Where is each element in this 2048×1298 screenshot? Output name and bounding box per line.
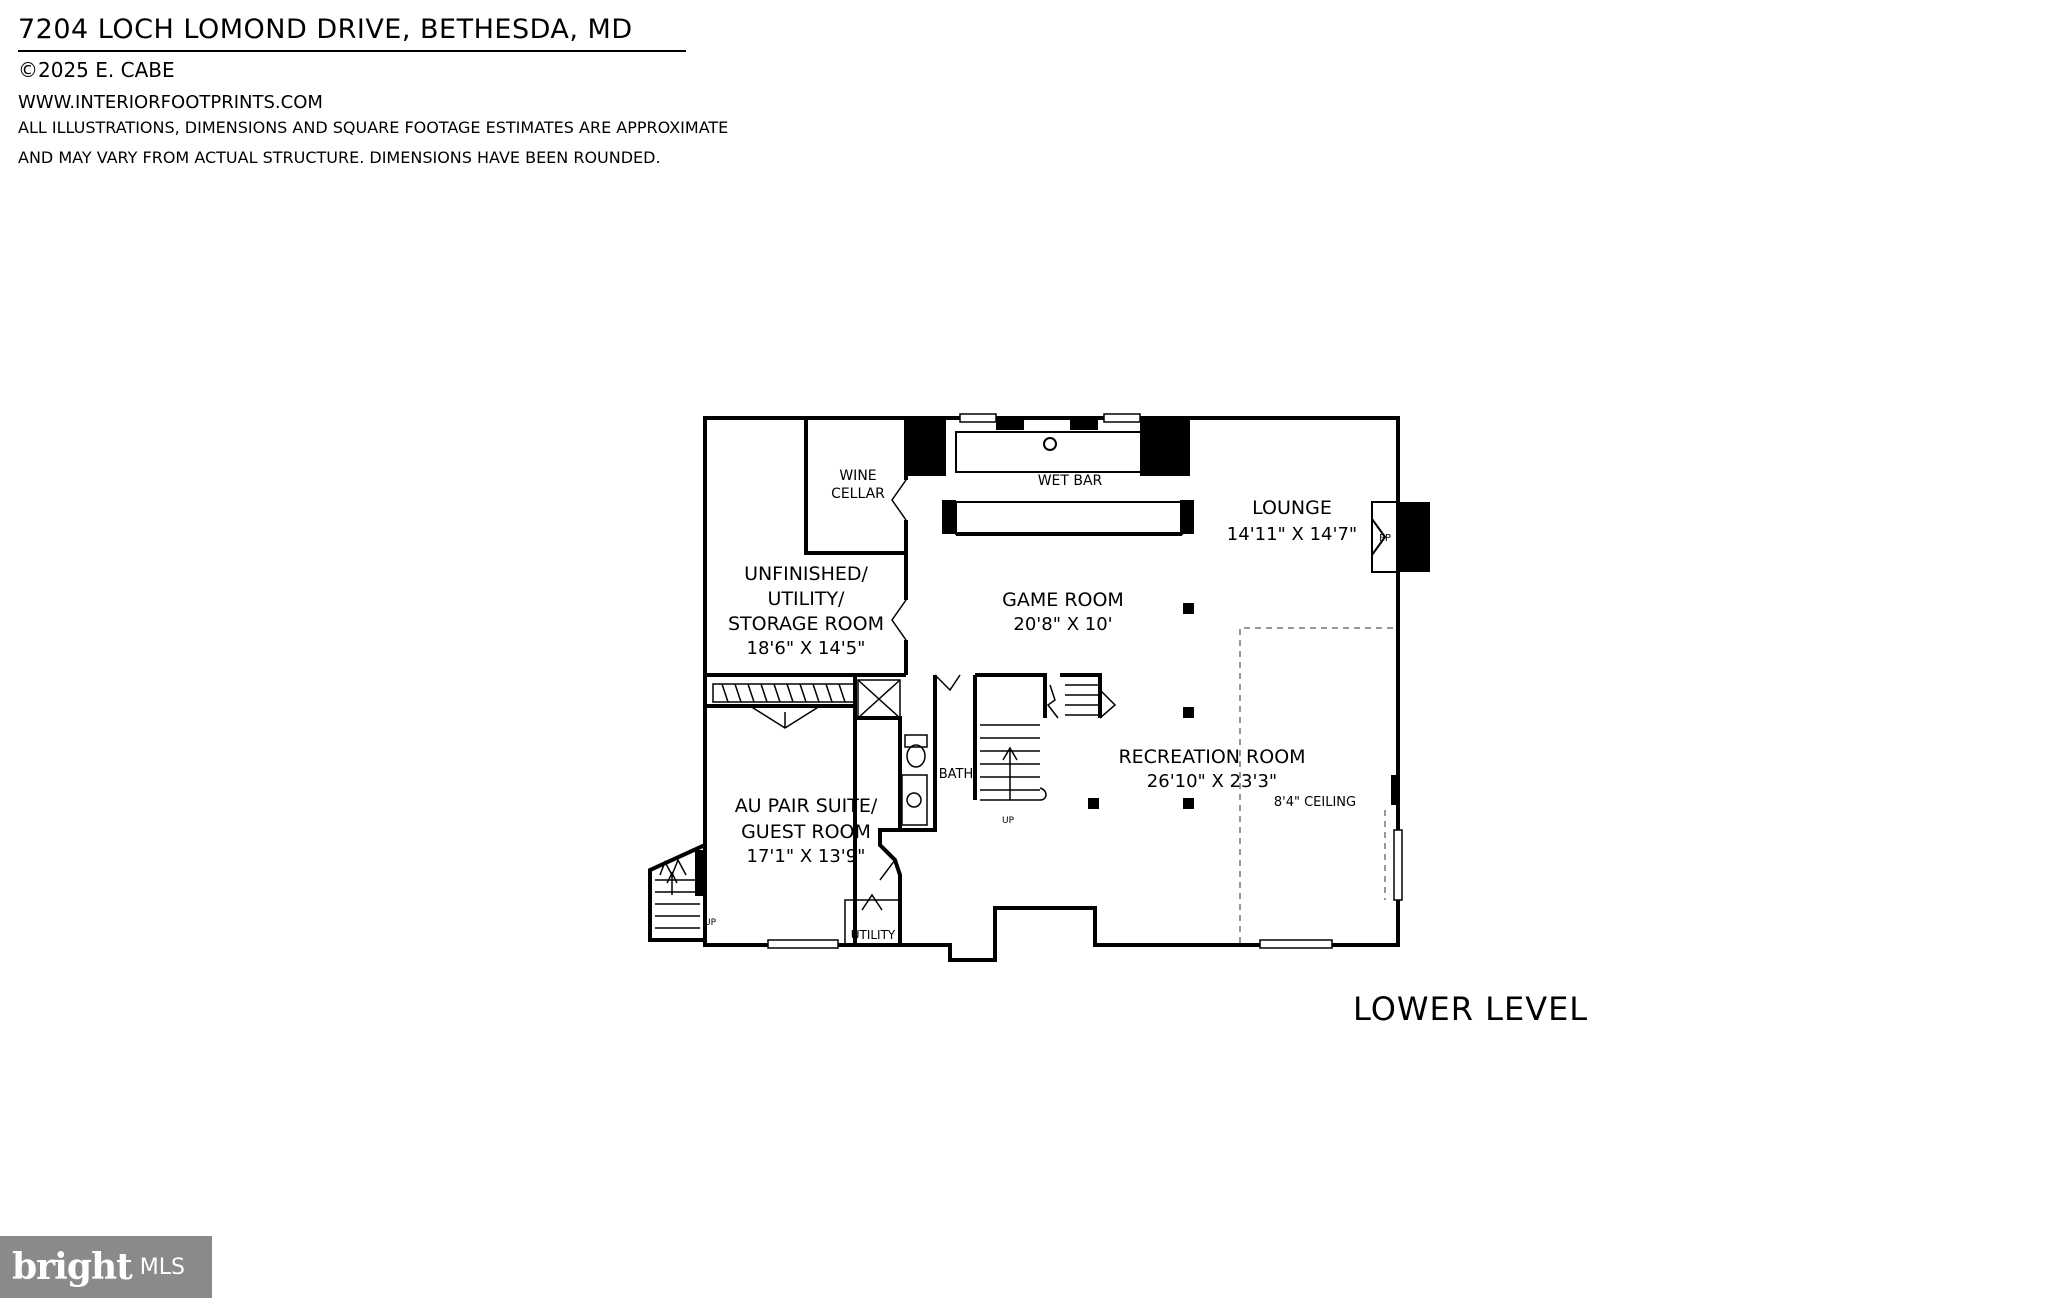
door-swing — [891, 599, 907, 641]
wall-stairs-main — [973, 673, 1047, 800]
bar-counter — [955, 501, 1183, 535]
post — [1183, 603, 1194, 614]
label-storage-dims: 18'6" X 14'5" — [747, 638, 866, 659]
logo-suffix: MLS — [139, 1254, 185, 1280]
post — [1183, 707, 1194, 718]
disclaimer-line-2: AND MAY VARY FROM ACTUAL STRUCTURE. DIME… — [18, 148, 661, 167]
window — [1103, 413, 1141, 423]
bar-end — [1180, 500, 1194, 534]
window — [767, 939, 839, 949]
stair-treads-upper — [1065, 684, 1100, 716]
label-game-room: GAME ROOM — [1002, 589, 1124, 611]
level-title: LOWER LEVEL — [1353, 990, 1589, 1028]
website-text: WWW.INTERIORFOOTPRINTS.COM — [18, 92, 323, 113]
copyright-text: ©2025 E. CABE — [18, 58, 175, 82]
label-ceiling: 8'4" CEILING — [1274, 795, 1356, 810]
wall-stub — [1391, 775, 1399, 805]
wall-au-pair-east — [878, 718, 902, 945]
label-bath: BATH — [939, 767, 974, 782]
door-swing — [891, 479, 907, 521]
sink — [1043, 437, 1057, 451]
door-swing — [934, 674, 961, 692]
stair-treads-side — [655, 879, 700, 929]
wall-closet — [1060, 673, 1102, 718]
closet-rod — [712, 683, 856, 703]
label-wet-bar: WET BAR — [1038, 473, 1103, 489]
wall-storage-south — [705, 673, 906, 708]
post — [1183, 798, 1194, 809]
wall-stub — [695, 850, 707, 896]
door-swing — [1099, 689, 1117, 719]
label-game-room-dims: 20'8" X 10' — [1013, 614, 1112, 635]
pillar — [906, 418, 946, 476]
door-swing — [861, 893, 883, 911]
bar-end — [942, 500, 956, 534]
label-lounge: LOUNGE — [1252, 497, 1332, 519]
back-counter — [955, 431, 1167, 473]
property-address: 7204 LOCH LOMOND DRIVE, BETHESDA, MD — [18, 14, 633, 45]
window — [959, 413, 997, 423]
ceiling-outline — [1239, 627, 1396, 943]
closet-doors — [749, 705, 821, 729]
title-underline — [18, 50, 686, 52]
toilet-tank — [904, 734, 928, 748]
label-recreation-dims: 26'10" X 23'3" — [1147, 771, 1277, 792]
label-stair-up-main: UP — [1002, 816, 1015, 826]
label-fireplace: FP — [1379, 533, 1391, 544]
label-storage-2: UTILITY/ — [768, 588, 846, 610]
window — [1393, 829, 1403, 901]
label-recreation: RECREATION ROOM — [1118, 746, 1305, 768]
disclaimer-line-1: ALL ILLUSTRATIONS, DIMENSIONS AND SQUARE… — [18, 118, 729, 137]
fireplace-box — [1371, 501, 1399, 573]
logo-wordmark: bright — [12, 1246, 133, 1288]
label-wine-cellar-2: CELLAR — [831, 486, 885, 502]
wall-side-stair — [648, 843, 706, 942]
window — [1259, 939, 1333, 949]
door-swing — [879, 844, 896, 881]
label-au-pair-dims: 17'1" X 13'9" — [747, 846, 866, 867]
bright-mls-logo: bright MLS — [0, 1236, 212, 1298]
linen-closet — [857, 679, 901, 719]
vanity — [901, 774, 928, 826]
post — [1088, 798, 1099, 809]
label-au-pair-2: GUEST ROOM — [741, 821, 871, 843]
toilet-bowl — [906, 744, 926, 768]
pillar — [996, 418, 1024, 430]
chimney — [1398, 502, 1430, 572]
label-storage-1: UNFINISHED/ — [744, 563, 868, 585]
label-lounge-dims: 14'11" X 14'7" — [1227, 524, 1357, 545]
label-stair-up-side: UP — [704, 918, 717, 928]
label-au-pair-1: AU PAIR SUITE/ — [735, 795, 878, 817]
sink-basin — [906, 792, 922, 808]
label-storage-3: STORAGE ROOM — [728, 613, 884, 635]
utility-closet — [844, 899, 901, 946]
pillar — [1070, 418, 1098, 430]
wall-wine-cellar — [804, 418, 906, 555]
label-utility: UTILITY — [851, 928, 896, 942]
label-wine-cellar-1: WINE — [839, 468, 876, 484]
